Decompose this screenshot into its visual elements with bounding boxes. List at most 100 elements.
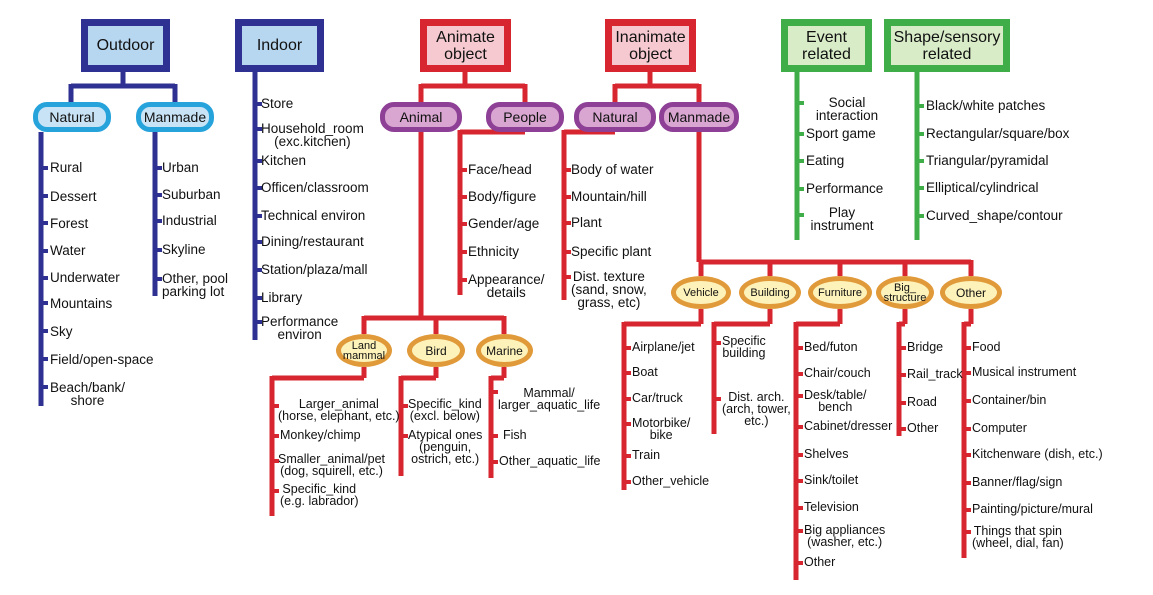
list-item: Play instrument (810, 205, 874, 233)
list-item: Rural (50, 160, 83, 175)
list-item: Water (50, 243, 86, 258)
list-item: Dist. texture (sand, snow, grass, etc) (571, 269, 647, 310)
list-item: Beach/bank/ shore (50, 380, 126, 408)
list-item: Specific_kind (excl. below) (408, 397, 482, 423)
list-item: Mountain/hill (571, 189, 647, 204)
list-item: Specific plant (571, 244, 652, 259)
list-item: Computer (972, 421, 1027, 435)
list-item: Sport game (806, 126, 876, 141)
outdoor-natural-pill: Natural (33, 102, 111, 132)
list-item: Curved_shape/contour (926, 208, 1063, 223)
land-mammal-oval: Land mammal (336, 334, 392, 367)
list-item: Fish (503, 428, 527, 442)
inanimate-natural-pill: Natural (574, 102, 656, 132)
furniture-oval: Furniture (808, 276, 872, 309)
list-item: Other_vehicle (632, 474, 710, 488)
list-item: Specific_kind (e.g. labrador) (280, 482, 359, 508)
list-item: Forest (50, 216, 89, 231)
list-item: Social interaction (815, 95, 879, 123)
building-oval: Building (739, 276, 801, 309)
list-item: Car/truck (632, 391, 683, 405)
people-pill: People (486, 102, 564, 132)
list-item: Rectangular/square/box (926, 126, 1070, 141)
list-item: Road (907, 395, 937, 409)
list-item: Eating (806, 153, 845, 168)
list-item: Things that spin (wheel, dial, fan) (972, 524, 1064, 550)
list-item: Motorbike/ bike (632, 416, 691, 442)
marine-oval: Marine (476, 334, 533, 367)
inanimate-object-header: Inanimate object (605, 19, 696, 72)
list-item: Smaller_animal/pet (dog, squirell, etc.) (278, 452, 385, 478)
list-item: Industrial (162, 213, 217, 228)
list-item: Body of water (571, 162, 654, 177)
list-item: Train (632, 448, 661, 462)
list-item: Painting/picture/mural (972, 502, 1093, 516)
list-item: Body/figure (468, 189, 537, 204)
list-item: Dist. arch. (arch, tower, etc.) (722, 390, 791, 428)
list-item: Appearance/ details (468, 272, 545, 300)
list-item: Atypical ones (penguin, ostrich, etc.) (408, 428, 483, 466)
list-item: Mammal/ larger_aquatic_life (498, 386, 601, 412)
bird-oval: Bird (407, 334, 465, 367)
list-item: Performance (806, 181, 884, 196)
list-item: Officen/classroom (261, 180, 369, 195)
big-structure-oval: Big_ structure (876, 276, 934, 309)
list-item: Other (804, 555, 836, 569)
list-item: Shelves (804, 447, 849, 461)
list-item: Plant (571, 215, 602, 230)
list-item: Other_aquatic_life (499, 454, 601, 468)
vehicle-oval: Vehicle (671, 276, 731, 309)
list-item: Triangular/pyramidal (926, 153, 1049, 168)
list-item: Chair/couch (804, 366, 871, 380)
inanimate-manmade-pill: Manmade (659, 102, 739, 132)
list-item: Skyline (162, 242, 206, 257)
outdoor-header: Outdoor (81, 19, 170, 72)
list-item: Dining/restaurant (261, 234, 364, 249)
shape-sensory-header: Shape/sensory related (884, 19, 1010, 72)
list-item: Household_room (exc.kitchen) (261, 121, 364, 149)
indoor-header: Indoor (235, 19, 324, 72)
list-item: Bridge (907, 340, 944, 354)
list-item: Kitchenware (dish, etc.) (972, 447, 1103, 461)
list-item: Desk/table/ bench (804, 388, 867, 414)
list-item: Larger_animal (horse, elephant, etc.) (278, 397, 400, 423)
event-related-header: Event related (781, 19, 872, 72)
list-item: Elliptical/cylindrical (926, 180, 1039, 195)
list-item: Boat (632, 365, 658, 379)
list-item: Banner/flag/sign (972, 475, 1063, 489)
animal-pill: Animal (380, 102, 462, 132)
list-item: Television (804, 500, 859, 514)
list-item: Underwater (50, 270, 120, 285)
list-item: Technical environ (261, 208, 366, 223)
outdoor-manmade-pill: Manmade (136, 102, 214, 132)
list-item: Black/white patches (926, 98, 1046, 113)
list-item: Field/open-space (50, 352, 154, 367)
list-item: Other (907, 421, 939, 435)
list-item: Monkey/chimp (280, 428, 361, 442)
list-item: Suburban (162, 187, 221, 202)
list-item: Face/head (468, 162, 532, 177)
list-item: Mountains (50, 296, 113, 311)
list-item: Urban (162, 160, 199, 175)
list-item: Ethnicity (468, 244, 520, 259)
list-item: Sink/toilet (804, 473, 859, 487)
list-item: Library (261, 290, 303, 305)
animate-object-header: Animate object (420, 19, 511, 72)
list-item: Station/plaza/mall (261, 262, 368, 277)
list-item: Musical instrument (972, 365, 1077, 379)
list-item: Sky (50, 324, 73, 339)
other-oval: Other (940, 276, 1002, 309)
list-item: Cabinet/dresser (804, 419, 893, 433)
list-item: Airplane/jet (632, 340, 695, 354)
list-item: Store (261, 96, 294, 111)
list-item: Dessert (50, 189, 97, 204)
list-item: Other, pool parking lot (162, 271, 229, 299)
list-item: Gender/age (468, 216, 540, 231)
list-item: Bed/futon (804, 340, 858, 354)
list-item: Container/bin (972, 393, 1047, 407)
list-item: Food (972, 340, 1001, 354)
list-item: Rail_track (907, 367, 963, 381)
list-item: Specific building (722, 334, 766, 360)
list-item: Kitchen (261, 153, 307, 168)
